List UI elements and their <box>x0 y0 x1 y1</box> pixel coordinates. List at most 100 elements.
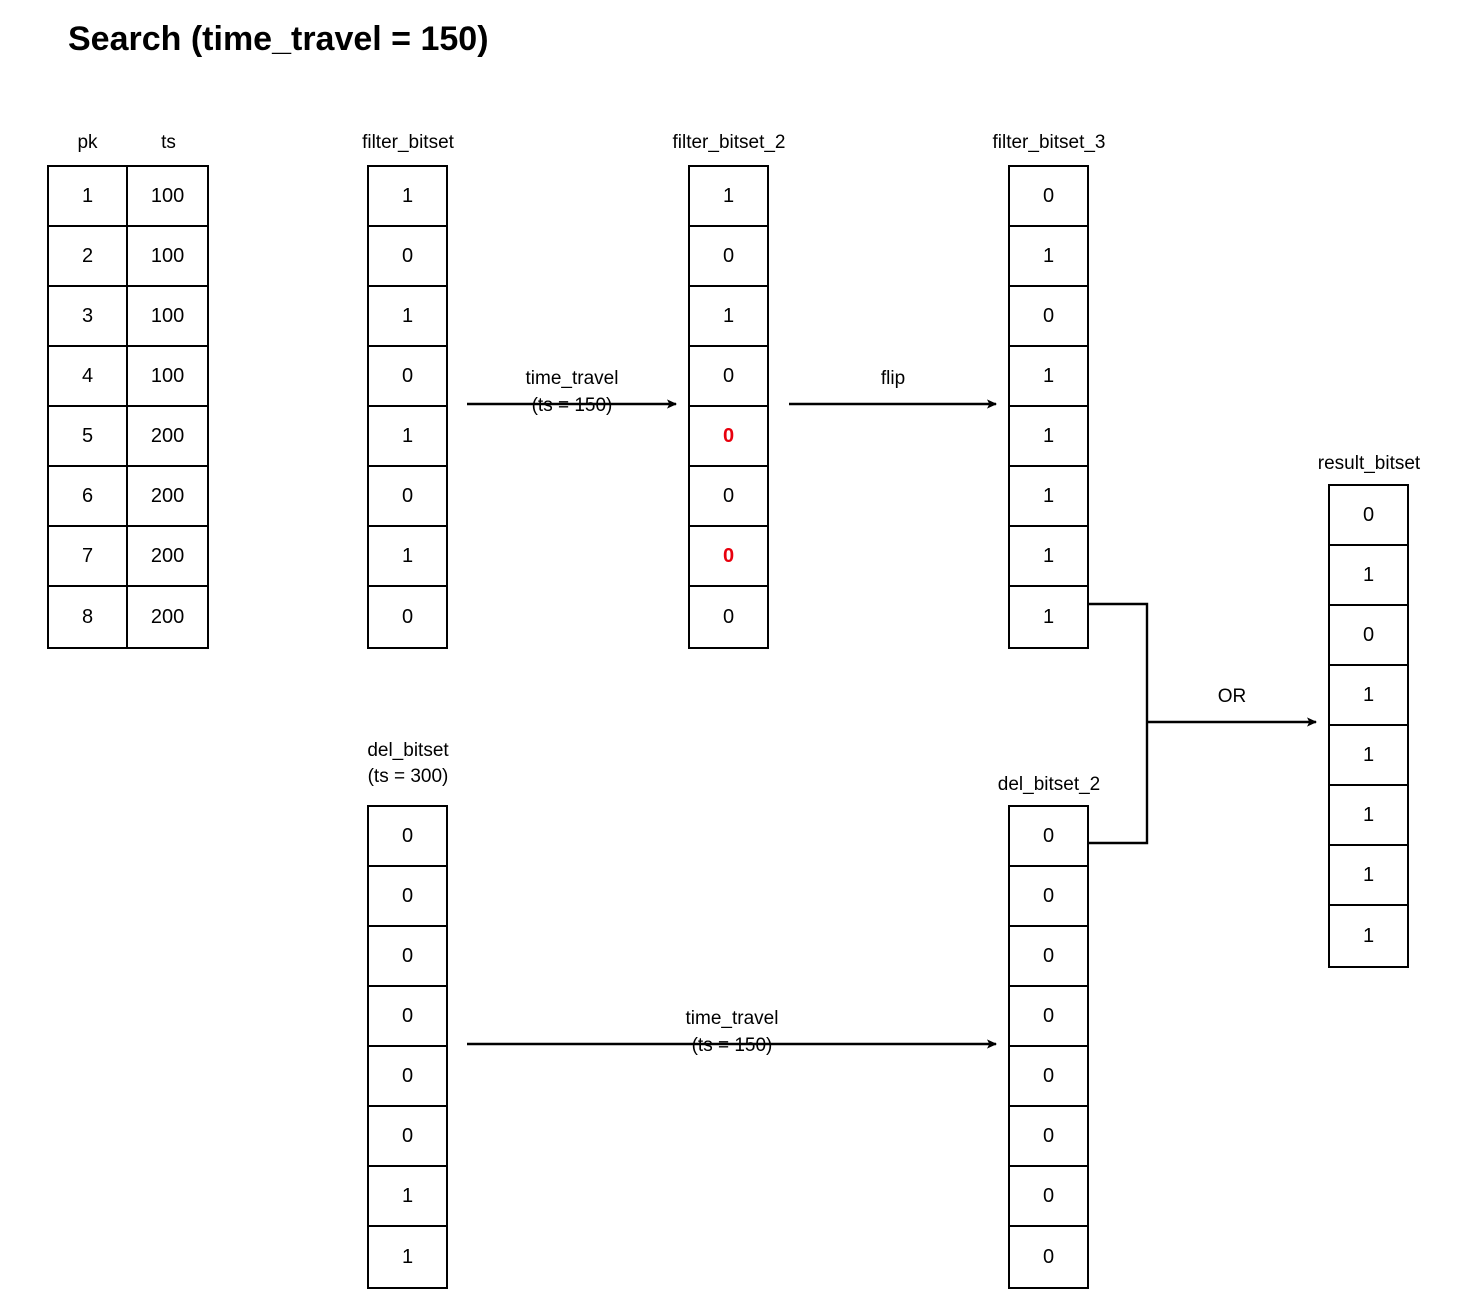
bitset-cell: 1 <box>1042 605 1055 628</box>
bitset-cell: 0 <box>1010 1167 1087 1227</box>
table-cell-pk: 1 <box>49 167 129 225</box>
table-row: 4 100 <box>49 347 207 407</box>
bitset-cell: 1 <box>1010 527 1087 587</box>
bitset-cell: 1 <box>1362 924 1375 947</box>
table-cell-pk: 5 <box>49 407 129 465</box>
label-del-bitset-name: del_bitset <box>367 740 449 761</box>
table-header-ts: ts <box>161 132 176 153</box>
table-cell-ts: 200 <box>150 424 185 447</box>
bitset-cell: 0 <box>369 867 446 927</box>
bitset-cell: 0 <box>1010 167 1087 227</box>
bitset-cell: 1 <box>1010 407 1087 467</box>
bitset-cell: 0 <box>369 927 446 987</box>
label-filter-bitset: filter_bitset <box>362 132 454 153</box>
bitset-cell: 1 <box>1330 846 1407 906</box>
table-cell-pk: 8 <box>49 587 129 647</box>
bitset-cell: 0 <box>401 605 414 628</box>
bitset-cell: 0 <box>690 347 767 407</box>
bitset-cell: 0 <box>369 227 446 287</box>
label-del-bitset: del_bitset (ts = 300) <box>327 738 489 790</box>
table-cell-pk: 4 <box>49 347 129 405</box>
bitset-cell: 1 <box>1330 786 1407 846</box>
table-cell-ts: 100 <box>150 184 185 207</box>
bitset-cell: 1 <box>369 527 446 587</box>
bitset-cell: 1 <box>369 1167 446 1227</box>
bitset-cell: 0 <box>1010 927 1087 987</box>
bitset-cell: 1 <box>1330 666 1407 726</box>
bitset-cell: 0 <box>1010 807 1087 867</box>
bitset-cell: 0 <box>722 605 735 628</box>
bitset-cell: 0 <box>369 1107 446 1167</box>
bitset-cell: 0 <box>369 467 446 527</box>
bitset-cell: 0 <box>369 987 446 1047</box>
arrow-label-flip: flip <box>789 365 997 392</box>
connector-filter3-to-or <box>1088 602 1149 722</box>
table-header-pk: pk <box>77 132 98 153</box>
arrow-label-line1: time_travel <box>685 1008 779 1029</box>
label-del-bitset-sublabel: (ts = 300) <box>367 766 449 787</box>
table-cell-ts: 200 <box>150 484 185 507</box>
bitset-cell: 1 <box>690 167 767 227</box>
table-cell-ts: 100 <box>150 304 185 327</box>
arrow-label-line1: flip <box>880 368 906 389</box>
table-cell-ts: 100 <box>150 244 185 267</box>
bitset-cell: 1 <box>369 287 446 347</box>
bitset-cell: 1 <box>1330 726 1407 786</box>
bitset-cell: 0 <box>369 347 446 407</box>
label-filter-bitset-3: filter_bitset_3 <box>992 132 1106 153</box>
bitset-cell: 1 <box>369 167 446 227</box>
bitset-cell: 0 <box>1010 987 1087 1047</box>
bitset-cell: 1 <box>401 1245 414 1268</box>
table-row: 3 100 <box>49 287 207 347</box>
bitset-cell: 0 <box>1010 287 1087 347</box>
table-cell-pk: 6 <box>49 467 129 525</box>
table-cell-pk: 3 <box>49 287 129 345</box>
arrow-label-time-travel-bottom: time_travel (ts = 150) <box>467 1005 997 1059</box>
page-title: Search (time_travel = 150) <box>68 20 489 58</box>
table-cell-pk: 7 <box>49 527 129 585</box>
bitset-cell: 1 <box>1010 347 1087 407</box>
bitset-cell: 1 <box>690 287 767 347</box>
arrow-label-time-travel-top: time_travel (ts = 150) <box>467 365 677 419</box>
bitset-cell: 0 <box>690 227 767 287</box>
bitset-cell: 0 <box>690 407 767 467</box>
bitset-cell: 1 <box>1010 227 1087 287</box>
arrow-label-line1: OR <box>1217 686 1247 707</box>
bitset-cell: 0 <box>1330 486 1407 546</box>
table-cell-ts: 200 <box>150 544 185 567</box>
label-del-bitset-2: del_bitset_2 <box>997 774 1101 795</box>
bitset-cell: 0 <box>1010 1047 1087 1107</box>
bitset-cell: 1 <box>1330 546 1407 606</box>
bitset-cell: 0 <box>1010 1107 1087 1167</box>
table-cell-ts: 200 <box>150 605 185 628</box>
bitset-cell: 0 <box>369 1047 446 1107</box>
table-row: 5 200 <box>49 407 207 467</box>
bitset-cell: 0 <box>1010 867 1087 927</box>
arrow-label-line1: time_travel <box>525 368 619 389</box>
bitset-cell: 0 <box>369 807 446 867</box>
label-result-bitset: result_bitset <box>1317 453 1421 474</box>
bitset-cell: 0 <box>1330 606 1407 666</box>
bitset-cell: 0 <box>1042 1245 1055 1268</box>
arrow-label-line2: (ts = 150) <box>531 395 613 416</box>
table-cell-ts: 100 <box>150 364 185 387</box>
table-row: 1 100 <box>49 167 207 227</box>
arrow-label-line2: (ts = 150) <box>691 1035 773 1056</box>
table-row: 8 200 <box>49 587 207 647</box>
bitset-cell: 1 <box>369 407 446 467</box>
table-row: 7 200 <box>49 527 207 587</box>
arrow-label-or: OR <box>1147 683 1317 710</box>
bitset-cell: 0 <box>690 467 767 527</box>
bitset-cell: 0 <box>690 527 767 587</box>
table-row: 6 200 <box>49 467 207 527</box>
bitset-cell: 1 <box>1010 467 1087 527</box>
